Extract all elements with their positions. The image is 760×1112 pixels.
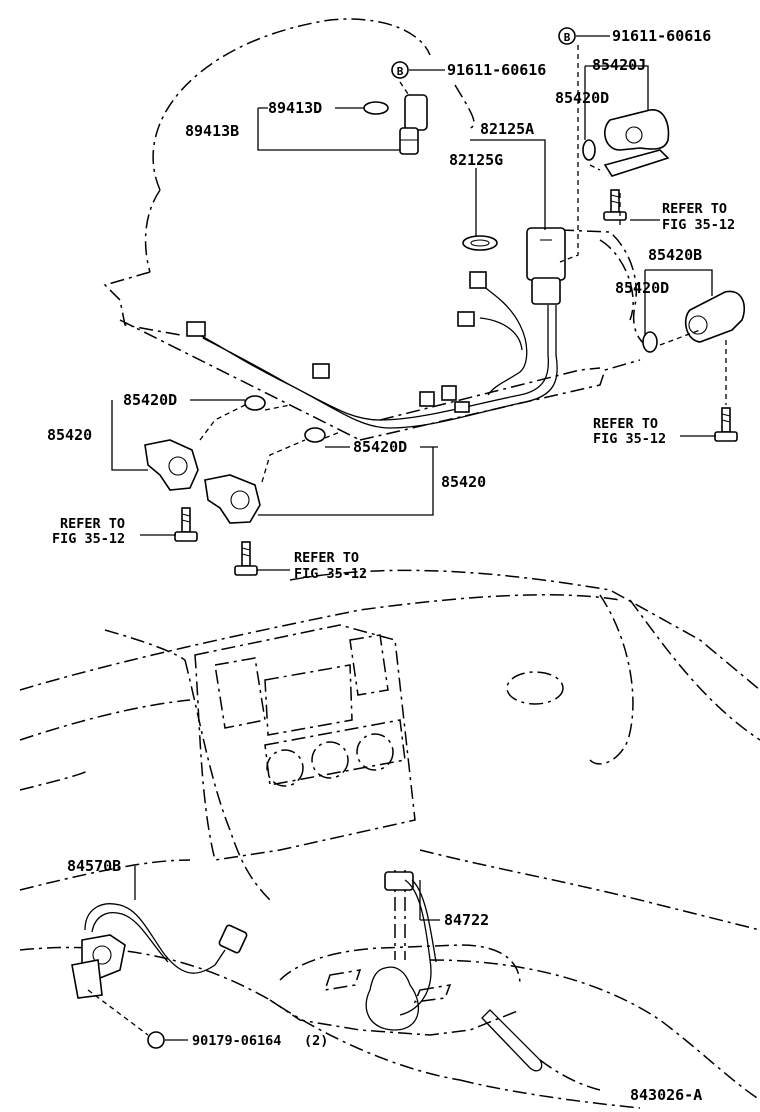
oring-85420D-right bbox=[642, 331, 658, 353]
transmission-bottom-edge bbox=[379, 367, 601, 421]
label-82125A: 82125A bbox=[480, 120, 534, 138]
label-85420D-right: 85420D bbox=[615, 279, 669, 297]
sensor-82125A-plug bbox=[526, 227, 566, 281]
figure-id: 843026-A bbox=[630, 1086, 702, 1104]
oring-89413D bbox=[363, 101, 389, 115]
sensor-82125A-body bbox=[531, 277, 561, 305]
label-85420-left: 85420 bbox=[47, 426, 92, 444]
parking-brake bbox=[481, 1009, 543, 1072]
wire-84722 bbox=[399, 879, 437, 1016]
label-84722: 84722 bbox=[444, 911, 489, 929]
solenoid-85420-mid bbox=[204, 474, 261, 524]
vent-left bbox=[266, 749, 304, 787]
label-84570B: 84570B bbox=[67, 857, 121, 875]
bolt-center bbox=[234, 541, 258, 576]
dashboard-outline bbox=[19, 569, 760, 1109]
label-85420J: 85420J bbox=[592, 56, 646, 74]
wire-branch bbox=[474, 279, 528, 396]
ref-text-3a: REFER TO bbox=[60, 516, 125, 532]
b-marker-mid-text: B bbox=[397, 65, 404, 78]
ref-text-1a: REFER TO bbox=[662, 201, 727, 217]
connector-84570B bbox=[218, 924, 248, 954]
transmission-right-edge bbox=[599, 239, 634, 321]
oring-85420D-mid bbox=[304, 427, 326, 443]
ref-text-4b: FIG 35-12 bbox=[294, 566, 367, 582]
connector-g bbox=[454, 401, 470, 413]
label-85420D-top: 85420D bbox=[555, 89, 609, 107]
b-marker-mid bbox=[391, 61, 409, 79]
label-82125G: 82125G bbox=[449, 151, 503, 169]
transmission-outline bbox=[103, 18, 646, 441]
console-panel bbox=[194, 624, 416, 861]
ref-text-1b: FIG 35-12 bbox=[662, 217, 735, 233]
label-85420D-left: 85420D bbox=[123, 391, 177, 409]
label-90179-qty: (2) bbox=[304, 1033, 328, 1049]
label-89413B: 89413B bbox=[185, 122, 239, 140]
label-89413D: 89413D bbox=[268, 99, 322, 117]
glovebox-handle bbox=[506, 671, 564, 705]
ref-text-3b: FIG 35-12 bbox=[52, 531, 125, 547]
b-marker-top-text: B bbox=[564, 31, 571, 44]
connector-f bbox=[441, 385, 457, 401]
solenoid-85420B bbox=[684, 290, 746, 343]
bracket-84570B bbox=[71, 959, 103, 999]
label-91611-mid: 91611-60616 bbox=[447, 61, 546, 79]
label-85420B: 85420B bbox=[648, 246, 702, 264]
oring-85420D-left bbox=[244, 395, 266, 411]
solenoid-85420-left bbox=[144, 439, 199, 491]
switch-84722 bbox=[384, 871, 414, 891]
label-90179: 90179-06164 bbox=[192, 1033, 281, 1049]
connector-e bbox=[419, 391, 435, 407]
ref-text-2a: REFER TO bbox=[593, 416, 658, 432]
label-85420-right: 85420 bbox=[441, 473, 486, 491]
label-91611-top: 91611-60616 bbox=[612, 27, 711, 45]
vent-right bbox=[356, 733, 394, 771]
sensor-89413B-head bbox=[404, 94, 428, 131]
bolt-left bbox=[174, 507, 198, 542]
connector-b bbox=[312, 363, 330, 379]
ref-text-2b: FIG 35-12 bbox=[593, 431, 666, 447]
connector-d bbox=[469, 271, 487, 289]
ref-text-4a: REFER TO bbox=[294, 550, 359, 566]
vent-mid bbox=[311, 741, 349, 779]
solenoid-85420J bbox=[604, 109, 670, 151]
sensor-89413B-shaft bbox=[399, 127, 419, 155]
label-85420D-mid: 85420D bbox=[353, 438, 407, 456]
bolt-90179 bbox=[147, 1031, 165, 1049]
gear-lever-rod bbox=[394, 870, 406, 960]
gear-lever bbox=[365, 966, 419, 1031]
bolt-right bbox=[714, 407, 738, 442]
wire-harness bbox=[189, 305, 558, 429]
connector-a bbox=[186, 321, 206, 337]
wire-84570B bbox=[84, 903, 226, 974]
connector-c bbox=[457, 311, 475, 327]
bolt-top-right bbox=[603, 189, 627, 221]
b-marker-top bbox=[558, 27, 576, 45]
oring-85420D-top bbox=[582, 139, 596, 161]
grommet-82125G bbox=[462, 235, 498, 251]
